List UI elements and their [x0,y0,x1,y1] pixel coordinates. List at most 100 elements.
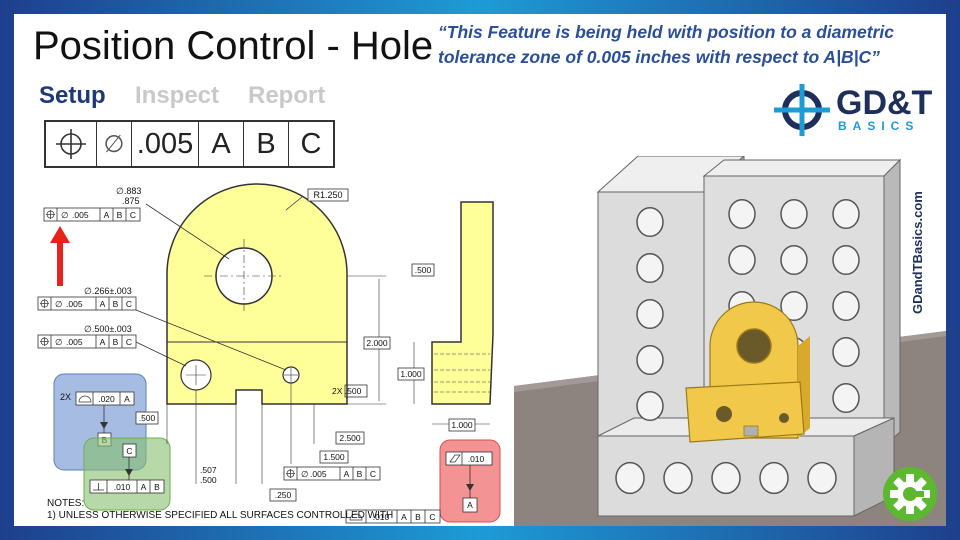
datum-a: A [199,122,244,166]
position-icon [286,469,295,478]
svg-text:.010: .010 [114,482,131,492]
notes-line-1: 1) UNLESS OTHERWISE SPECIFIED ALL SURFAC… [47,510,394,521]
logo-crosshair-icon [774,84,830,136]
svg-text:A: A [401,512,407,522]
fixture-hole [728,198,756,230]
fixture-hole [807,461,837,495]
svg-text:∅: ∅ [55,337,63,347]
fixture-hole [636,206,664,238]
profile-surface-icon [349,513,363,521]
flatness-icon [449,454,461,463]
svg-text:C: C [370,469,376,479]
svg-text:A: A [100,337,106,347]
svg-text:B: B [357,469,363,479]
svg-text:B: B [113,299,119,309]
mid-hole-dim: ∅.500±.003 [84,324,132,334]
drawing-notes: NOTES: 1) UNLESS OTHERWISE SPECIFIED ALL… [47,498,393,522]
step-inspect[interactable]: Inspect [135,82,220,109]
website-label: GDandTBasics.com [910,191,925,314]
svg-text:.005: .005 [66,337,83,347]
svg-text:C: C [126,337,132,347]
side-width: 1.000 [451,420,473,430]
side-thickness: .500 [415,265,432,275]
svg-text:B: B [113,337,119,347]
svg-text:.020: .020 [98,394,115,404]
small-hole-dim: ∅.266±.003 [84,286,132,296]
step-setup[interactable]: Setup [39,82,106,109]
main-hole-dim-upper: ∅.883 [116,186,141,196]
feature-quote: “This Feature is being held with positio… [438,22,895,67]
fixture-hole [636,298,664,330]
red-arrow-icon [50,226,70,286]
dim-2500: 2.500 [339,433,361,443]
fixture-hole [636,390,664,422]
slot-width: .250 [275,490,292,500]
svg-text:2X: 2X [60,392,71,402]
profile-surface-icon [78,395,92,403]
fixture-hole [832,336,860,368]
dim-500-left: .500 [139,413,156,423]
fixture-holes [615,198,860,495]
svg-text:.010: .010 [468,454,485,464]
logo-subtext: BASICS [838,119,920,133]
fixture-hole [636,252,664,284]
svg-text:B: B [117,210,123,220]
fixture-hole [780,290,808,322]
height-dim: 2.000 [366,338,388,348]
svg-text:C: C [429,512,435,522]
position-icon [46,210,55,219]
fixture-hole [663,461,693,495]
step-report[interactable]: Report [248,82,326,109]
fixture-hole [615,461,645,495]
svg-text:A: A [100,299,106,309]
svg-text:C: C [126,299,132,309]
fixture-hole [780,198,808,230]
slot-dim-lower: .500 [200,475,217,485]
fixture-hole [832,290,860,322]
hole-spacing-dim: 2X .500 [332,386,362,396]
svg-text:.005: .005 [72,210,89,220]
svg-text:∅: ∅ [61,210,69,220]
svg-text:A: A [344,469,350,479]
dim-1500: 1.500 [323,452,345,462]
svg-text:C: C [130,210,136,220]
notes-heading: NOTES: [47,498,85,509]
svg-text:.010: .010 [373,512,390,522]
fixture-hole [832,382,860,414]
svg-text:A: A [124,394,130,404]
position-icon [40,337,49,346]
fixture-hole [780,244,808,276]
fixture-hole [636,344,664,376]
main-hole-dim-lower: .875 [122,196,140,206]
logo-text: GD&T [836,84,933,122]
engineering-drawing: R1.250 ∅.883 .875 ∅ .005 A B C ∅.266±.00… [37,183,501,524]
svg-text:A: A [104,210,110,220]
fixture-hole [728,244,756,276]
radius-dim: R1.250 [313,190,342,200]
fixture-hole [711,461,741,495]
feature-control-frame: ∅ .005 A B C [44,120,335,168]
datum-b: B [244,122,289,166]
fixture-photo [514,156,946,526]
svg-text:∅: ∅ [55,299,63,309]
svg-text:.005: .005 [66,299,83,309]
svg-text:A: A [141,482,147,492]
slide: Position Control - Hole “This Feature is… [14,14,946,526]
fixture-hole [759,461,789,495]
svg-text:B: B [154,482,160,492]
page-title: Position Control - Hole [33,24,434,68]
fixture-hole [832,244,860,276]
datum-c: C [300,127,322,160]
perpendicularity-icon [93,483,104,491]
svg-text:B: B [415,512,421,522]
gear-icon [883,467,937,521]
side-height: 1.000 [400,369,422,379]
position-icon [46,122,97,166]
svg-text:A: A [467,500,473,510]
gdt-basics-logo: GD&T BASICS [772,84,936,136]
fcf-tolerance: .005 [132,122,199,166]
part-side-view [431,201,494,405]
svg-text:∅: ∅ [301,469,309,479]
slot-dim-upper: .507 [200,465,217,475]
